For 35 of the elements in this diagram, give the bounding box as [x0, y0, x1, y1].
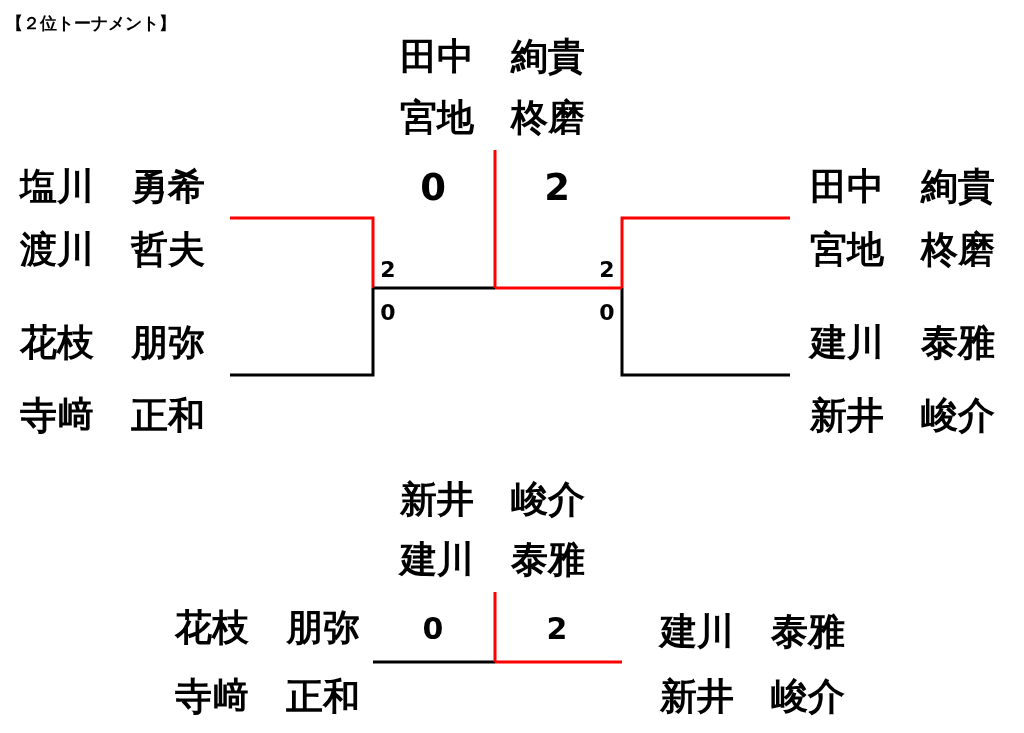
bracket-line [495, 286, 622, 290]
bracket-line [493, 150, 497, 288]
score: 0 [379, 300, 397, 325]
player-name: 寺﨑 正和 [20, 396, 205, 436]
player-name: 渡川 哲夫 [20, 230, 205, 270]
score: 2 [598, 257, 616, 282]
bracket-line [620, 288, 790, 377]
player-name: 建川 泰雅 [400, 540, 585, 580]
player-name: 宮地 柊磨 [810, 230, 995, 270]
player-name: 花枝 朋弥 [20, 323, 205, 363]
player-name: 寺﨑 正和 [175, 677, 360, 717]
player-name: 花枝 朋弥 [175, 608, 360, 648]
bracket-line [230, 216, 375, 288]
bracket-line [373, 286, 495, 290]
player-name: 新井 峻介 [810, 396, 995, 436]
player-name: 建川 泰雅 [810, 323, 995, 363]
score: 2 [545, 611, 569, 646]
bracket-line [230, 288, 375, 377]
score: 0 [421, 611, 445, 646]
bracket-line [495, 660, 622, 664]
player-name: 宮地 柊磨 [400, 98, 585, 138]
bracket-line [373, 660, 495, 664]
title: 【２位トーナメント】 [6, 12, 176, 34]
player-name: 新井 峻介 [660, 677, 845, 717]
score: 0 [598, 300, 616, 325]
player-name: 建川 泰雅 [660, 612, 845, 652]
score: 2 [379, 257, 397, 282]
score: 2 [543, 166, 571, 209]
bracket-line [620, 216, 790, 288]
bracket-line [493, 592, 497, 662]
player-name: 塩川 勇希 [20, 167, 205, 207]
player-name: 新井 峻介 [400, 480, 585, 520]
player-name: 田中 絢貴 [400, 37, 585, 77]
player-name: 田中 絢貴 [810, 167, 995, 207]
score: 0 [419, 166, 447, 209]
